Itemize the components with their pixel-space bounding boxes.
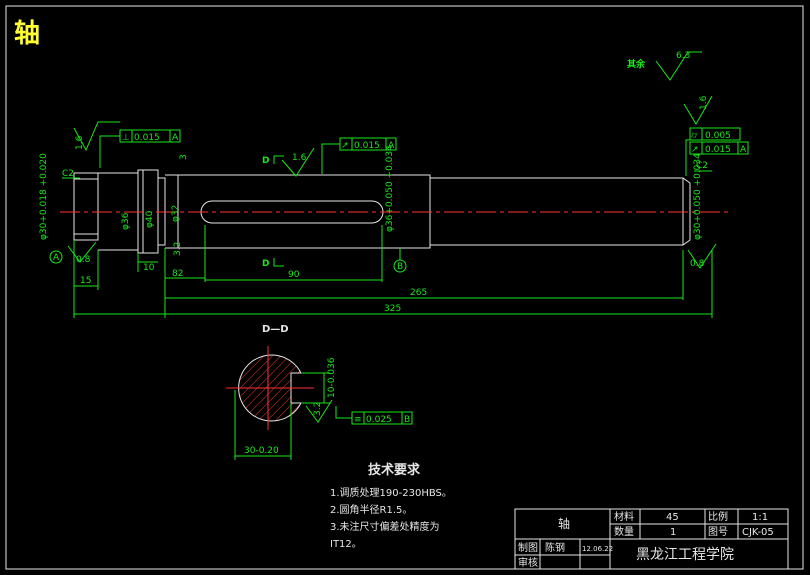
svg-text:其余: 其余 — [627, 58, 646, 70]
svg-text:1.6: 1.6 — [75, 135, 85, 150]
svg-text:B: B — [397, 262, 403, 272]
svg-text:265: 265 — [410, 288, 427, 298]
dim-d40: φ40 — [145, 210, 155, 228]
dim-d30-right: φ30+0.050 +0.034 — [693, 153, 703, 240]
svg-text:↗: ↗ — [691, 145, 699, 155]
roughness-other: 其余 6.3 — [627, 51, 702, 81]
svg-text:0.8: 0.8 — [690, 259, 705, 269]
section-view: D—D 10-0.036 3.2 ≡ 0.025 B 30-0.20 — [226, 324, 413, 460]
svg-text:2.圆角半径R1.5。: 2.圆角半径R1.5。 — [330, 503, 412, 516]
svg-text:3.未注尺寸偏差处精度为: 3.未注尺寸偏差处精度为 — [330, 520, 440, 533]
svg-text:1:1: 1:1 — [752, 512, 768, 523]
svg-text:IT12。: IT12。 — [330, 539, 362, 550]
perp-tolerance-frame: ⊥ 0.015 A — [99, 129, 181, 168]
svg-text:B: B — [404, 415, 410, 425]
drawing-frame — [5, 5, 804, 570]
svg-text:⌭: ⌭ — [691, 131, 698, 141]
svg-text:45: 45 — [666, 512, 679, 523]
dim-d36: φ36 — [121, 212, 131, 230]
length-dimensions: 15 10 82 90 265 325 — [73, 225, 713, 318]
svg-text:A: A — [740, 145, 747, 155]
svg-text:0.005: 0.005 — [705, 131, 731, 141]
svg-text:0.015: 0.015 — [134, 133, 160, 143]
svg-text:30-0.20: 30-0.20 — [244, 446, 279, 456]
svg-text:325: 325 — [384, 304, 401, 314]
svg-text:D—D: D—D — [262, 324, 289, 335]
svg-text:0.8: 0.8 — [76, 255, 91, 265]
right-end-annotations: 1.6 ⌭ 0.005 ↗ 0.015 A C2 0.8 — [683, 95, 749, 269]
svg-text:A: A — [388, 141, 395, 151]
svg-text:10: 10 — [143, 263, 155, 273]
svg-text:陈钢: 陈钢 — [545, 541, 565, 554]
svg-text:D: D — [262, 156, 269, 166]
svg-text:D: D — [262, 259, 269, 269]
svg-text:10-0.036: 10-0.036 — [327, 357, 337, 398]
runout-mid-frame: ↗ 0.015 A — [321, 137, 397, 174]
svg-text:90: 90 — [288, 270, 300, 280]
section-marker-top: D 1.6 — [262, 147, 315, 177]
svg-text:↗: ↗ — [341, 141, 349, 151]
dim-groove-w: 3 — [179, 154, 189, 160]
dim-d32: φ32 — [171, 205, 181, 222]
svg-text:3.2: 3.2 — [313, 402, 323, 416]
svg-text:φ30+0.018 +0.020: φ30+0.018 +0.020 — [39, 153, 49, 240]
svg-text:技术要求: 技术要求 — [368, 462, 421, 478]
svg-text:0.025: 0.025 — [366, 415, 392, 425]
svg-text:图号: 图号 — [708, 526, 728, 538]
svg-text:材料: 材料 — [614, 510, 634, 523]
title-block: 轴 材料 45 比例 1:1 数量 1 图号 CJK-05 制图 陈钢 12.0… — [514, 508, 789, 570]
datum-a-marker — [49, 250, 63, 264]
svg-text:审核: 审核 — [518, 556, 538, 569]
left-end-annotations: C2 1.6 φ30+0.018 +0.020 A 0.8 — [39, 121, 120, 265]
drawing-title: 轴 — [14, 19, 40, 49]
svg-text:1.6: 1.6 — [292, 153, 307, 163]
svg-text:CJK-05: CJK-05 — [742, 527, 774, 538]
keyway-slot — [200, 200, 384, 224]
svg-text:⊥: ⊥ — [122, 133, 130, 143]
svg-text:C2: C2 — [696, 161, 708, 171]
svg-text:A: A — [172, 133, 179, 143]
svg-text:轴: 轴 — [558, 516, 570, 531]
svg-text:82: 82 — [172, 269, 183, 279]
section-marker-bottom: D — [262, 258, 284, 269]
svg-text:12.06.22: 12.06.22 — [582, 545, 613, 553]
svg-text:≡: ≡ — [354, 415, 362, 425]
svg-text:1.调质处理190-230HBS。: 1.调质处理190-230HBS。 — [330, 487, 452, 499]
svg-text:比例: 比例 — [708, 510, 728, 523]
svg-text:制图: 制图 — [518, 541, 538, 554]
svg-text:1: 1 — [670, 527, 676, 538]
svg-text:0.015: 0.015 — [705, 145, 731, 155]
svg-text:0.015: 0.015 — [354, 141, 380, 151]
svg-text:1.6: 1.6 — [699, 95, 709, 110]
svg-text:A: A — [53, 253, 60, 263]
svg-text:6.3: 6.3 — [676, 51, 690, 61]
dim-groove-h: 3.2 — [173, 242, 183, 256]
svg-text:15: 15 — [80, 276, 91, 286]
svg-text:数量: 数量 — [614, 525, 634, 538]
svg-text:黑龙江工程学院: 黑龙江工程学院 — [636, 547, 734, 563]
datum-b-marker: B — [393, 248, 407, 273]
svg-text:C2: C2 — [62, 169, 74, 179]
dim-d36-key: φ36+0.050 +0.034 — [385, 145, 395, 232]
tech-requirements: 技术要求 1.调质处理190-230HBS。 2.圆角半径R1.5。 3.未注尺… — [330, 462, 452, 550]
